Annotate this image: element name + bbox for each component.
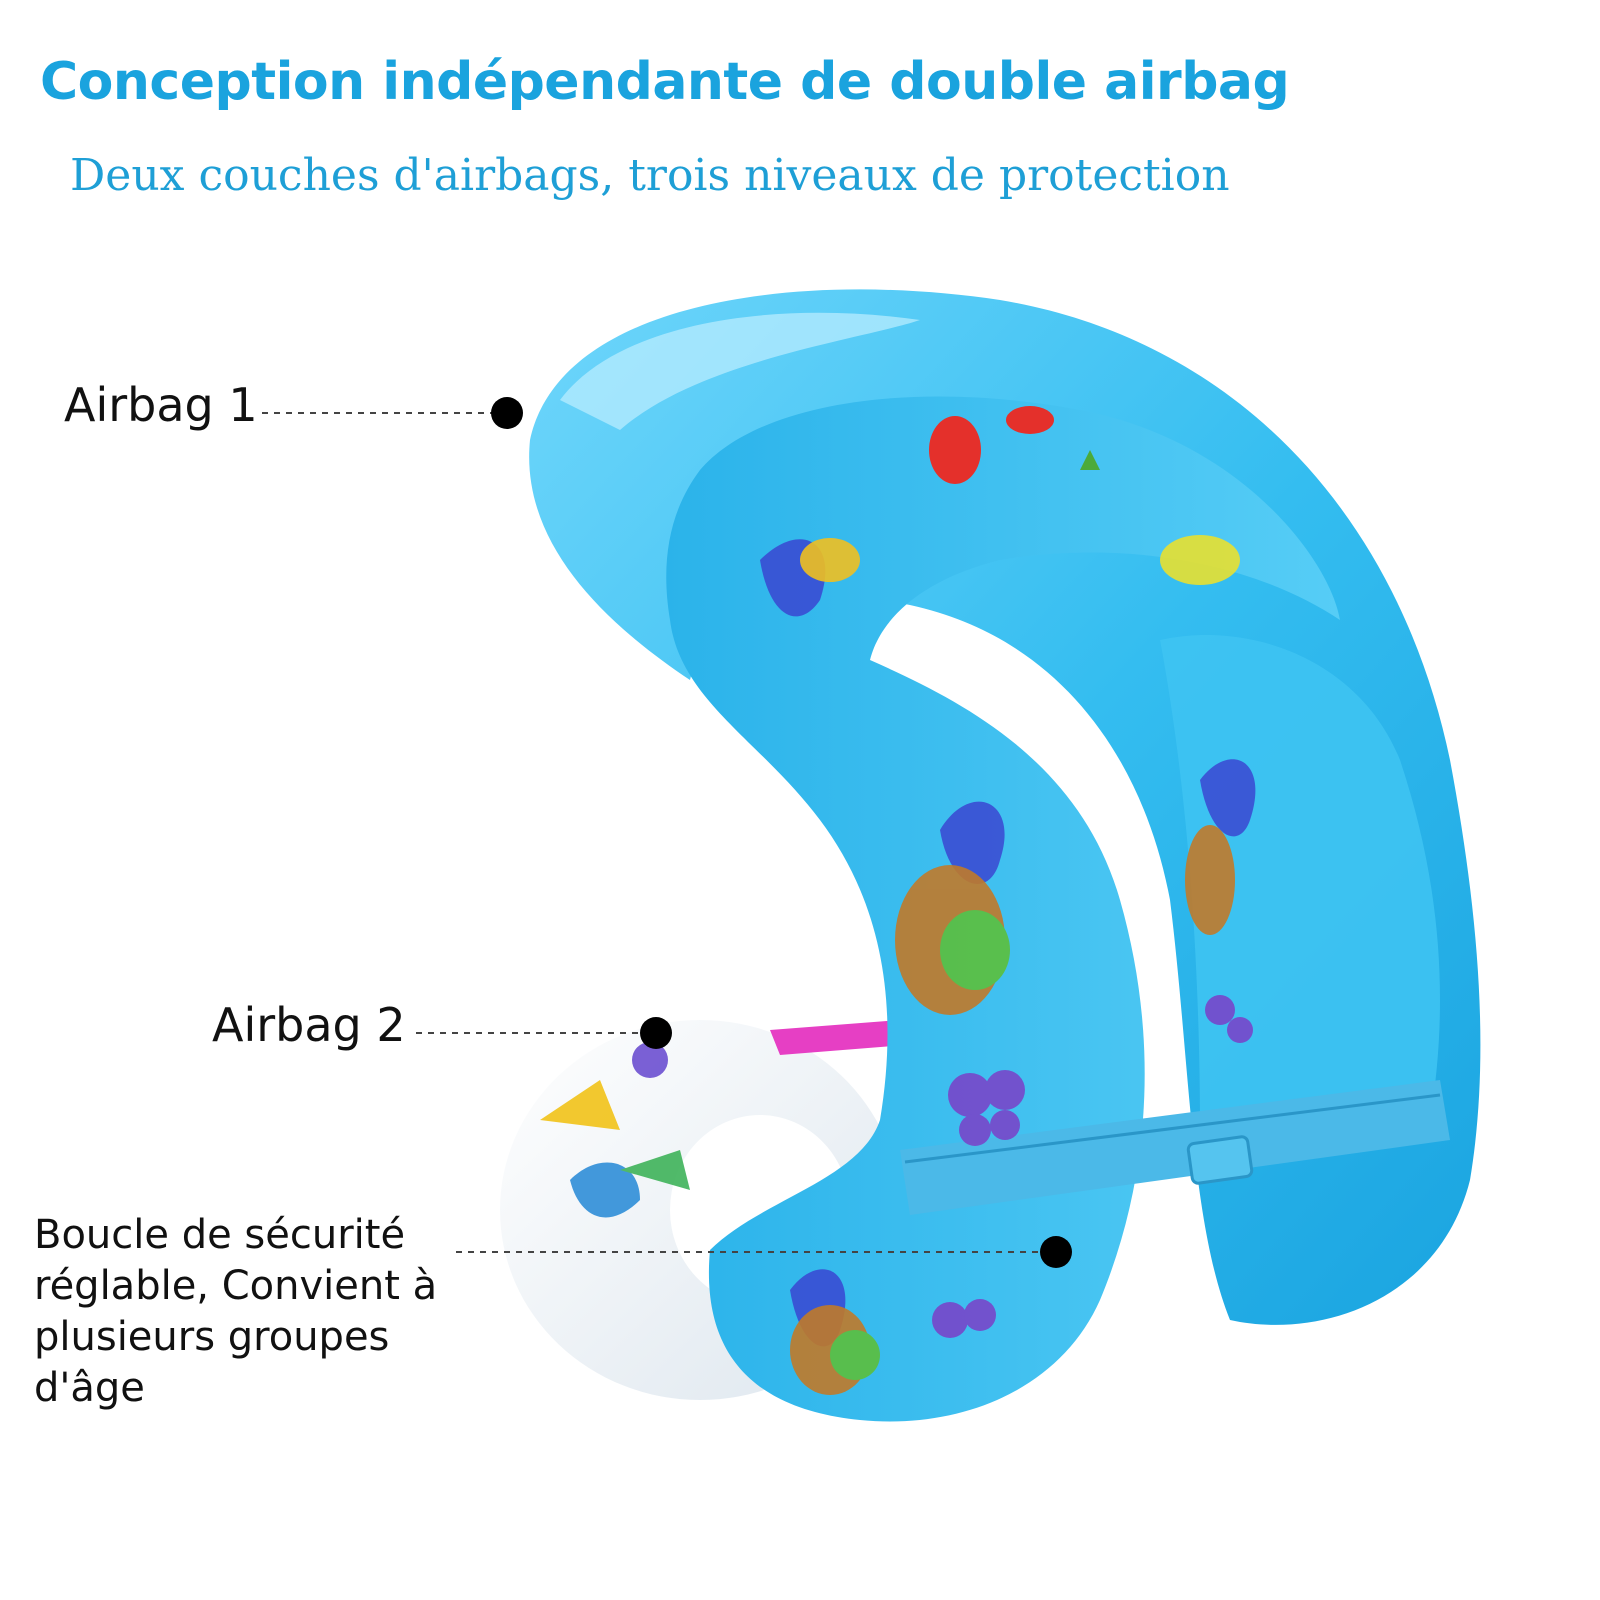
callout-2-dot [640,1017,672,1049]
page-title: Conception indépendante de double airbag [40,52,1290,112]
callout-airbag-1-label: Airbag 1 [64,378,258,432]
page-subtitle: Deux couches d'airbags, trois niveaux de… [70,150,1230,201]
callout-airbag-2-label: Airbag 2 [212,998,406,1052]
callout-1-dot [491,397,523,429]
callout-3-dot [1040,1236,1072,1268]
callout-safety-buckle-label: Boucle de sécurité réglable, Convient à … [34,1212,438,1411]
